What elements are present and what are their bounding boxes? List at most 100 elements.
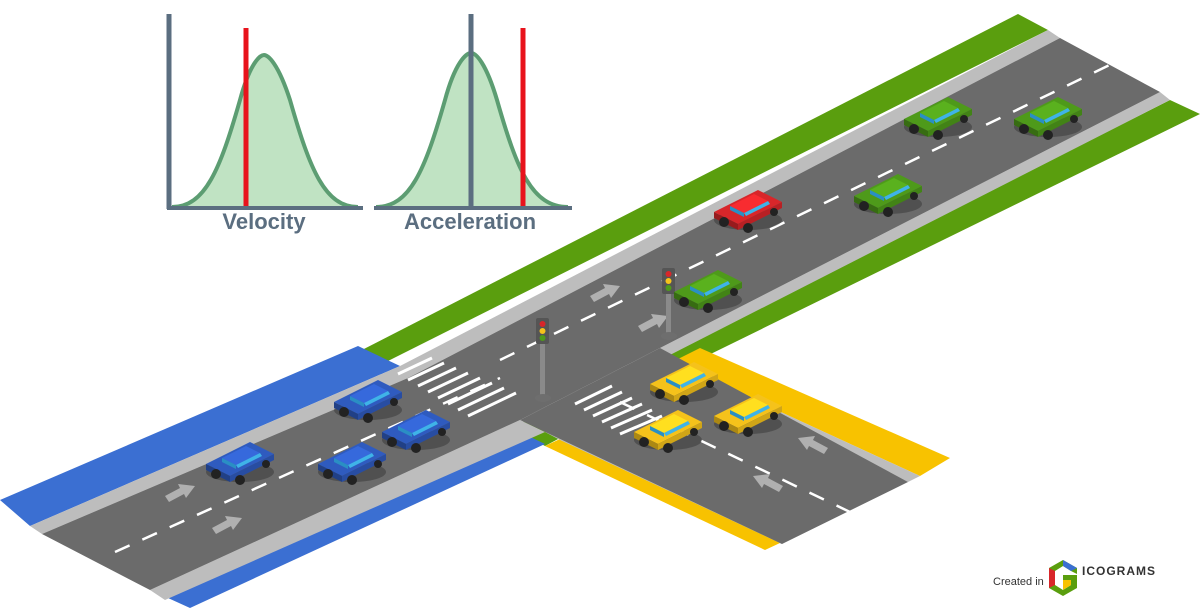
- car-part: [878, 186, 922, 214]
- car-part: [960, 115, 968, 123]
- car-part: [719, 421, 729, 431]
- car-yellow-icon: [634, 410, 702, 453]
- car-blue-icon: [382, 410, 450, 453]
- car-part: [1038, 109, 1082, 137]
- car-part: [222, 458, 236, 469]
- crosswalk-right: [574, 384, 663, 436]
- car-part: [690, 286, 704, 297]
- car-part: [910, 192, 918, 200]
- direction-arrow-icon: [590, 284, 620, 302]
- direction-arrow-icon: [753, 474, 783, 492]
- car-part: [706, 380, 714, 388]
- chart-label-velocity: Velocity: [222, 209, 306, 234]
- blue-zone-bottom: [168, 432, 545, 608]
- car-part: [666, 366, 704, 385]
- car-part: [1030, 101, 1068, 120]
- car-part: [730, 398, 768, 417]
- car-part: [387, 437, 397, 447]
- watermark-prefix: Created in: [993, 576, 1044, 588]
- car-part: [658, 422, 702, 450]
- car-part: [222, 446, 260, 465]
- cars-layer: [206, 97, 1082, 485]
- car-green-icon: [1014, 97, 1082, 140]
- car-part: [339, 407, 349, 417]
- car-part: [412, 421, 438, 436]
- lane-markings-main: [114, 58, 1121, 554]
- car-part: [398, 414, 436, 433]
- car-part: [334, 446, 372, 465]
- car-part: [438, 428, 446, 436]
- car-part: [909, 124, 919, 134]
- car-part: [390, 398, 398, 406]
- traffic-light-left: [535, 318, 551, 402]
- car-part: [639, 437, 649, 447]
- car-blue-icon: [206, 442, 274, 485]
- car-part: [870, 190, 884, 201]
- car-part: [690, 274, 728, 293]
- car-part: [680, 373, 706, 388]
- car-part: [933, 130, 943, 140]
- car-part: [262, 460, 270, 468]
- car-part: [211, 469, 221, 479]
- direction-arrow-icon: [212, 516, 242, 534]
- car-part: [350, 396, 364, 407]
- distribution-chart-acceleration: Acceleration: [374, 14, 572, 234]
- car-part: [1019, 124, 1029, 134]
- car-part: [934, 108, 960, 123]
- car-part: [743, 427, 753, 437]
- car-green-icon: [674, 270, 742, 313]
- car-part: [730, 288, 738, 296]
- car-blue-icon: [334, 380, 402, 423]
- direction-arrow-icon: [798, 436, 828, 454]
- car-part: [236, 453, 262, 468]
- direction-arrow-icon: [165, 484, 195, 502]
- car-green-icon: [854, 174, 922, 217]
- bell-curve-area: [172, 55, 358, 207]
- car-part: [859, 201, 869, 211]
- car-part: [698, 282, 742, 310]
- car-part: [884, 185, 910, 200]
- car-part: [1044, 108, 1070, 123]
- car-part: [870, 178, 908, 197]
- car-part: [230, 454, 274, 482]
- watermark-brand: ICOGRAMS: [1082, 564, 1156, 578]
- car-part: [664, 421, 690, 436]
- car-part: [655, 389, 665, 399]
- car-part: [374, 460, 382, 468]
- car-part: [730, 206, 744, 217]
- car-part: [342, 454, 386, 482]
- car-part: [348, 453, 374, 468]
- car-part: [770, 208, 778, 216]
- car-part: [744, 201, 770, 216]
- car-part: [920, 113, 934, 124]
- car-part: [738, 406, 782, 434]
- sidewalk-main-bottom-left: [150, 420, 545, 600]
- car-part: [719, 217, 729, 227]
- car-part: [650, 426, 664, 437]
- icograms-watermark[interactable]: Created in ICOGRAMS: [993, 560, 1193, 600]
- car-part: [650, 414, 688, 433]
- icograms-logo-icon: [1049, 560, 1077, 596]
- car-part: [920, 101, 958, 120]
- car-part: [738, 202, 782, 230]
- car-part: [1030, 113, 1044, 124]
- car-part: [235, 475, 245, 485]
- car-part: [350, 384, 388, 403]
- car-part: [358, 392, 402, 420]
- grass-strip-right: [658, 100, 1200, 370]
- car-part: [323, 469, 333, 479]
- car-part: [928, 109, 972, 137]
- car-part: [770, 412, 778, 420]
- car-part: [730, 410, 744, 421]
- yellow-zone-right: [672, 348, 950, 476]
- car-part: [406, 422, 450, 450]
- car-part: [704, 281, 730, 296]
- chart-label-acceleration: Acceleration: [404, 209, 536, 234]
- traffic-light-right: [661, 268, 677, 340]
- car-part: [679, 297, 689, 307]
- car-part: [679, 395, 689, 405]
- car-blue-icon: [318, 442, 386, 485]
- blue-zone-top: [0, 346, 400, 526]
- car-part: [334, 458, 348, 469]
